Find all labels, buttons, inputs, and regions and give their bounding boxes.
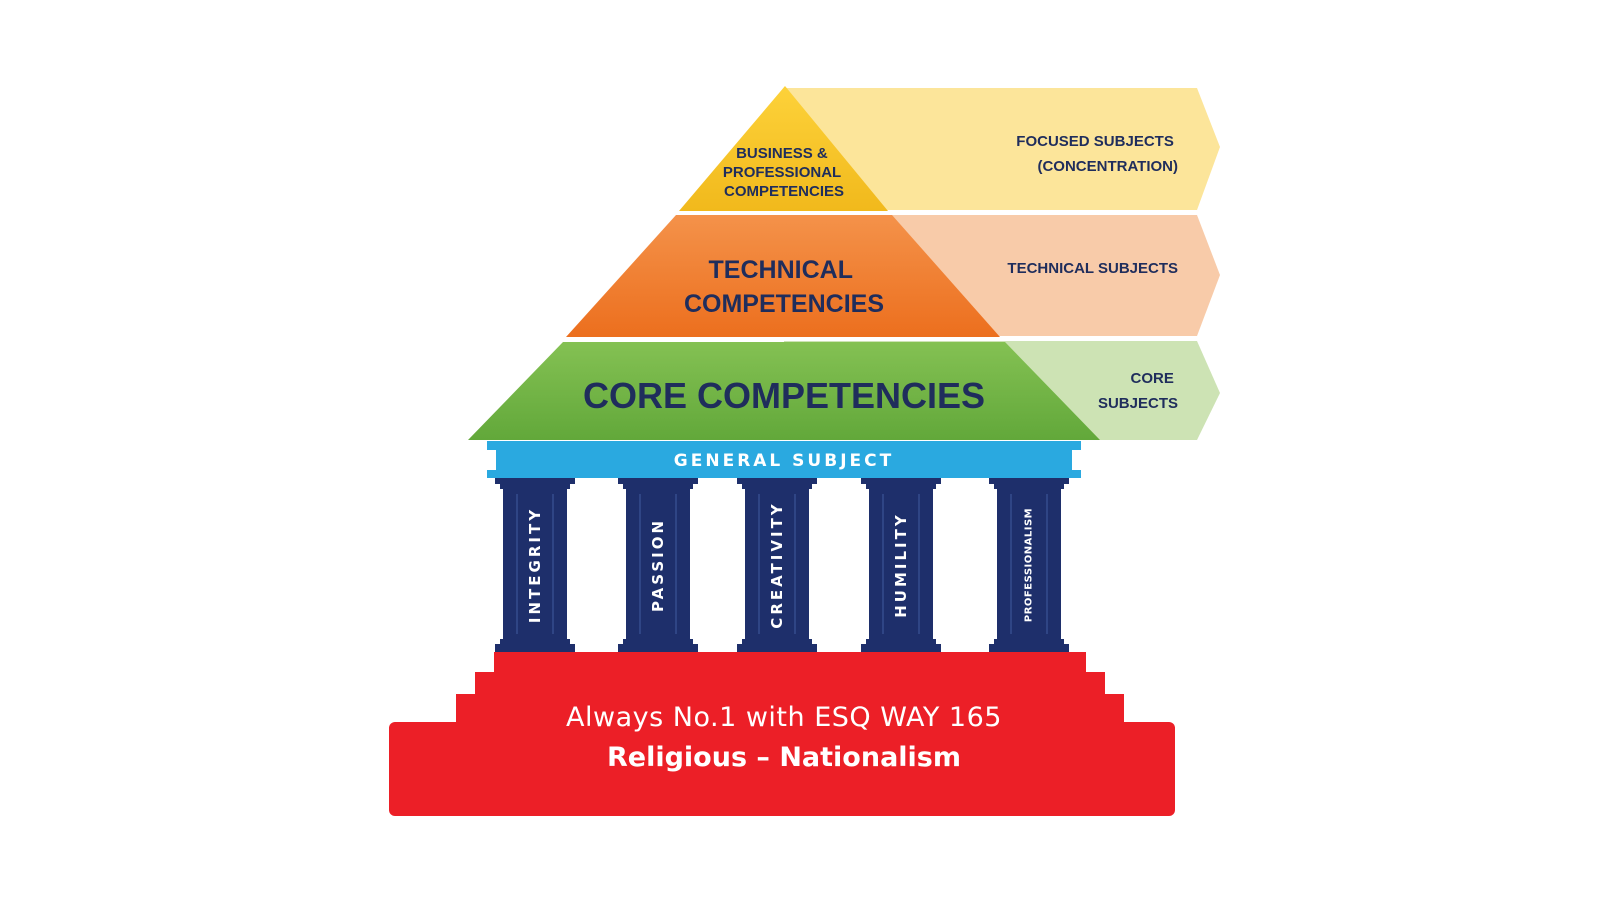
pillar-part [994,639,1064,644]
technical-subjects-label: TECHNICAL SUBJECTS [1007,260,1178,277]
pillar-part [618,644,698,652]
pillar-part [866,639,936,644]
base-line-1: Always No.1 with ESQ WAY 165 [566,702,1002,733]
focused-subjects-arrow [784,88,1220,210]
pillar-part [503,489,567,639]
business-professional-competencies-label: BUSINESS & PROFESSIONAL COMPETENCIES [723,145,845,200]
focused-subjects-label: FOCUSED SUBJECTS (CONCENTRATION) [1016,133,1178,175]
pillar-part [500,639,570,644]
pillar-passion: PASSION [618,478,698,652]
pillar-part [861,644,941,652]
pillar-part [989,644,1069,652]
pillar-part [869,489,933,639]
pillar-label: HUMILITY [892,512,910,617]
pillar-professionalism: PROFESSIONALISM [989,478,1069,652]
pyramid-top-business-layer [679,86,888,211]
general-subject-label: GENERAL SUBJECT [674,451,894,471]
pillar-part [989,478,1069,484]
pillar-integrity: INTEGRITY [495,478,575,652]
pillar-label: CREATIVITY [768,501,786,628]
core-competencies-label: CORE COMPETENCIES [583,375,985,416]
pillar-label: PROFESSIONALISM [1024,508,1035,622]
pillar-humility: HUMILITY [861,478,941,652]
general-subject-lintel: GENERAL SUBJECT [487,441,1081,478]
pillar-part [618,478,698,484]
pillar-label: INTEGRITY [526,507,544,623]
pillar-part [495,478,575,484]
base-line-2: Religious – Nationalism [607,742,961,773]
pillars: INTEGRITY PASSION CREATIVITY HUMILITY PROFES… [495,478,1069,652]
pillar-part [626,489,690,639]
pillar-part [861,478,941,484]
stepped-base: Always No.1 with ESQ WAY 165 Religious –… [389,652,1175,816]
pyramid-bottom-core-layer [468,342,1100,440]
pyramid-middle-technical-layer [566,215,1000,337]
pillar-part [866,484,936,489]
pillar-part [737,478,817,484]
pillar-creativity: CREATIVITY [737,478,817,652]
pillar-part [745,489,809,639]
pillar-part [623,639,693,644]
pillar-label: PASSION [649,518,667,612]
pillar-part [997,489,1061,639]
pillar-part [623,484,693,489]
pillar-part [994,484,1064,489]
pillar-part [495,644,575,652]
core-subjects-label: CORE SUBJECTS [1098,370,1178,412]
pillar-part [500,484,570,489]
pillar-part [742,639,812,644]
pillar-part [742,484,812,489]
technical-competencies-label: TECHNICAL COMPETENCIES [684,256,884,318]
pillar-part [737,644,817,652]
